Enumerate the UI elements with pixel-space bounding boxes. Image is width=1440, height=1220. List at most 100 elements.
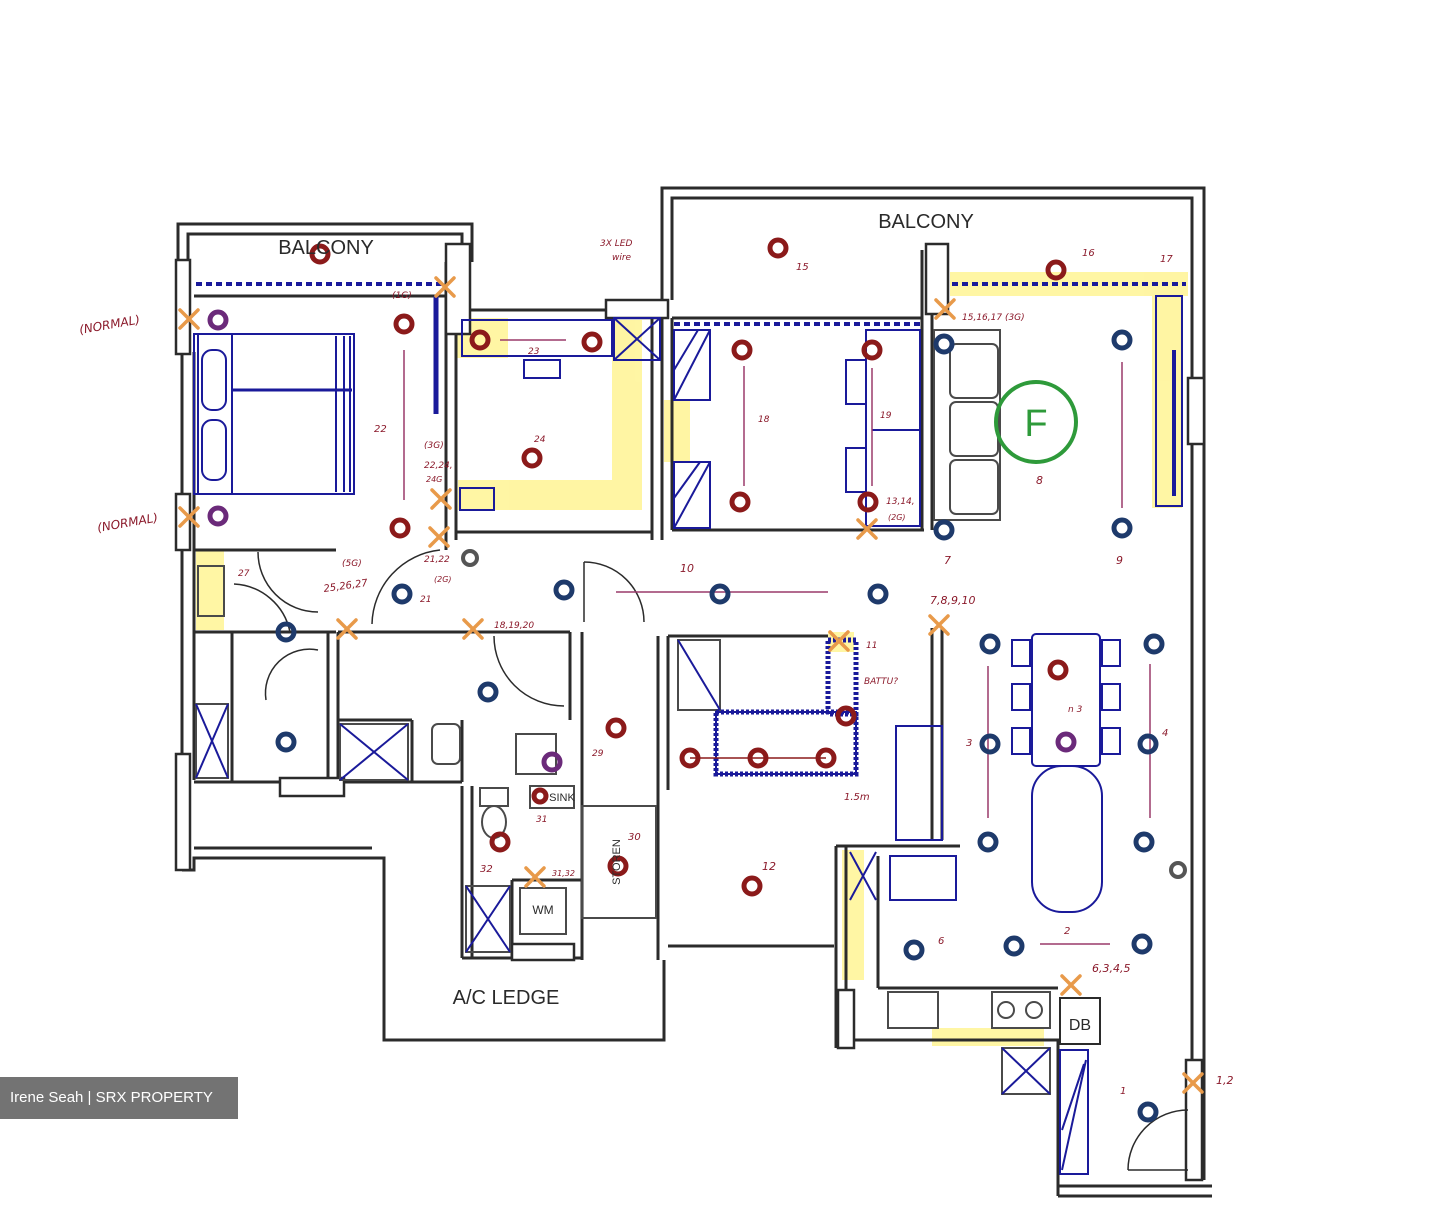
purple-wall-point-icon xyxy=(1055,731,1077,753)
note-1: 1 xyxy=(1120,1086,1126,1097)
red-ceiling-point-icon xyxy=(1045,259,1067,281)
note-2: 2 xyxy=(1064,926,1070,937)
red-ceiling-points xyxy=(309,237,1069,897)
note-22-24: 22,24, xyxy=(424,461,453,471)
note-8: 8 xyxy=(1036,474,1043,487)
red-ceiling-point-icon xyxy=(531,787,549,805)
red-ceiling-point-icon xyxy=(835,705,857,727)
blue-downlights xyxy=(275,329,1165,1123)
note-15-16-17: 15,16,17 (3G) xyxy=(962,313,1025,323)
note-1-5m: 1.5m xyxy=(844,792,870,803)
switch-cross-icon xyxy=(524,866,546,888)
note-2g: (2G) xyxy=(434,575,452,584)
switch-cross-icon xyxy=(178,506,200,528)
blue-downlight-icon xyxy=(1131,933,1153,955)
note-21-22: 21,22 xyxy=(424,555,450,565)
switch-cross-icon xyxy=(1182,1072,1204,1094)
switch-cross-icon xyxy=(934,298,956,320)
note-3x-led: 3X LED xyxy=(600,239,632,249)
switch-cross-icon xyxy=(856,518,878,540)
red-ceiling-point-icon xyxy=(489,831,511,853)
note-7: 7 xyxy=(944,554,951,567)
red-ceiling-point-icon xyxy=(1047,659,1069,681)
note-13-14: 13,14, xyxy=(886,497,915,507)
note-11: 11 xyxy=(866,641,877,651)
blue-downlight-icon xyxy=(1003,935,1025,957)
note-23: 23 xyxy=(528,347,540,357)
switch-cross-icon xyxy=(336,618,358,640)
balcony-right-label: BALCONY xyxy=(878,211,974,233)
red-ceiling-point-icon xyxy=(469,329,491,351)
note-normal-top: (NORMAL) xyxy=(78,313,141,337)
blue-downlight-icon xyxy=(1143,633,1165,655)
red-ceiling-point-icon xyxy=(741,875,763,897)
watermark-badge: Irene Seah | SRX PROPERTY xyxy=(0,1077,238,1119)
blue-downlight-icon xyxy=(275,621,297,643)
db-label: DB xyxy=(1069,1017,1091,1034)
fan-icon xyxy=(994,380,1078,464)
ac-ledge-label: A/C LEDGE xyxy=(453,987,560,1009)
note-16: 16 xyxy=(1082,248,1095,259)
note-18-20: 18,19,20 xyxy=(494,621,534,631)
red-ceiling-point-icon xyxy=(861,339,883,361)
note-24: 24 xyxy=(534,435,546,445)
note-10: 10 xyxy=(680,562,694,575)
blue-downlight-icon xyxy=(477,681,499,703)
grey-points xyxy=(461,549,1187,879)
blue-downlight-icon xyxy=(933,519,955,541)
lighting-links xyxy=(403,339,1151,945)
wall-blocks xyxy=(174,242,1206,1182)
switch-cross-icon xyxy=(1060,974,1082,996)
handwritten-notes: (NORMAL) (NORMAL) (1G) 3X LED wire 15,16… xyxy=(78,239,1233,1097)
hatched-blocks xyxy=(195,317,1087,1171)
room-labels: BALCONY BALCONY A/C LEDGE SINK WM DB STO… xyxy=(278,211,1091,1034)
red-ceiling-point-icon xyxy=(607,855,629,877)
switch-cross-icon xyxy=(428,526,450,548)
note-9: 9 xyxy=(1116,554,1123,567)
note-19: 19 xyxy=(880,411,892,421)
note-5g: (5G) xyxy=(342,559,362,569)
red-ceiling-point-icon xyxy=(605,717,627,739)
walls xyxy=(176,186,1212,1198)
switch-cross-icon xyxy=(434,276,456,298)
balcony-left-label: BALCONY xyxy=(278,237,374,259)
grey-point-icon xyxy=(1169,861,1187,879)
note-15: 15 xyxy=(796,262,809,273)
note-25-27: 25,26,27 xyxy=(323,578,369,595)
red-ceiling-point-icon xyxy=(729,491,751,513)
note-n3: n 3 xyxy=(1068,705,1083,715)
note-1-2: 1,2 xyxy=(1216,1074,1234,1087)
wm-label: WM xyxy=(532,903,553,917)
note-normal-bottom: (NORMAL) xyxy=(96,511,159,535)
blue-downlight-icon xyxy=(1111,329,1133,351)
red-ceiling-point-icon xyxy=(389,517,411,539)
note-3g: (3G) xyxy=(424,441,444,451)
note-1g: (1G) xyxy=(392,291,412,301)
purple-wall-point-icon xyxy=(541,751,563,773)
purple-wall-point-icon xyxy=(207,309,229,331)
note-31: 31 xyxy=(536,815,547,825)
note-7-10: 7,8,9,10 xyxy=(930,594,975,607)
red-ceiling-point-icon xyxy=(815,747,837,769)
note-6345: 6,3,4,5 xyxy=(1092,962,1130,975)
blue-downlight-icon xyxy=(709,583,731,605)
purple-wall-points xyxy=(207,309,1077,773)
red-ceiling-point-icon xyxy=(521,447,543,469)
blue-downlight-icon xyxy=(1137,1101,1159,1123)
blue-downlight-icon xyxy=(1137,733,1159,755)
switch-cross-icon xyxy=(828,630,850,652)
note-4: 4 xyxy=(1162,728,1168,739)
blue-downlight-icon xyxy=(1133,831,1155,853)
note-17: 17 xyxy=(1160,254,1173,265)
note-battu: BATTU? xyxy=(864,677,898,687)
switch-crosses xyxy=(178,276,1204,1094)
switch-cross-icon xyxy=(178,308,200,330)
red-ceiling-point-icon xyxy=(857,491,879,513)
blue-downlight-icon xyxy=(933,333,955,355)
red-ceiling-point-icon xyxy=(309,243,331,265)
blue-downlight-icon xyxy=(903,939,925,961)
grey-point-icon xyxy=(461,549,479,567)
blue-downlight-icon xyxy=(275,731,297,753)
note-32: 32 xyxy=(480,864,493,875)
